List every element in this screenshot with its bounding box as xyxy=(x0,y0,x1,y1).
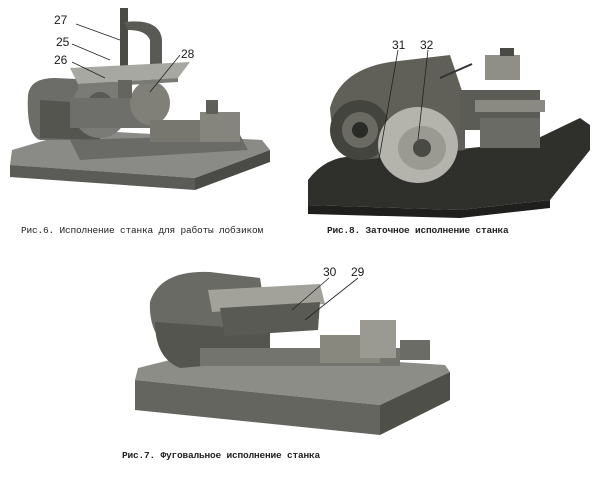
callout-32: 32 xyxy=(420,38,434,52)
callout-31: 31 xyxy=(392,38,406,52)
figure-6: 27 25 26 28 Рис.6. Исполнение станка для… xyxy=(0,0,300,236)
figure-8: 31 32 Рис.8. Заточное исполнение станка xyxy=(300,0,600,240)
callout-25: 25 xyxy=(56,35,70,49)
callout-30: 30 xyxy=(323,265,337,279)
figure-7: 30 29 Рис.7. Фуговальное исполнение стан… xyxy=(120,260,450,479)
figure-8-photo: 31 32 xyxy=(308,38,590,218)
callout-28: 28 xyxy=(181,47,195,61)
figure-7-photo: 30 29 xyxy=(135,265,450,435)
figure-6-caption: Рис.6. Исполнение станка для работы лобз… xyxy=(21,225,264,236)
callout-27: 27 xyxy=(54,13,68,27)
callout-26: 26 xyxy=(54,53,68,67)
callout-29: 29 xyxy=(351,265,365,279)
figure-7-caption: Рис.7. Фуговальное исполнение станка xyxy=(122,450,321,461)
figure-6-photo: 27 25 26 28 xyxy=(10,8,270,190)
figure-8-caption: Рис.8. Заточное исполнение станка xyxy=(327,225,509,236)
